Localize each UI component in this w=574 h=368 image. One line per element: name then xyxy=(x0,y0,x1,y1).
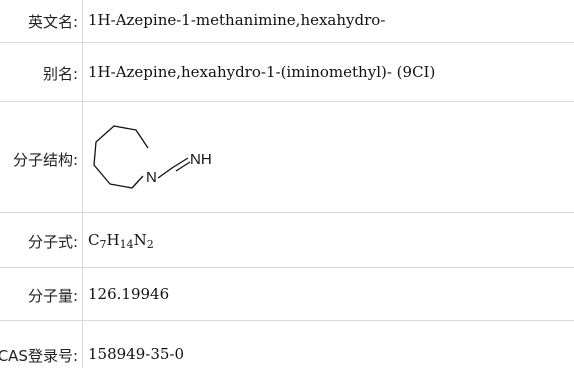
formula-element: H xyxy=(106,231,120,249)
label-formula: 分子式: xyxy=(27,233,78,251)
divider xyxy=(82,213,83,267)
label-cas-number: CAS登录号: xyxy=(0,347,78,365)
formula-count: 7 xyxy=(99,238,107,251)
label-english-name: 英文名: xyxy=(27,13,78,31)
formula-element: C xyxy=(88,231,100,249)
methanimine-bond xyxy=(157,157,189,179)
formula-count: 14 xyxy=(119,238,134,251)
double-bond-line xyxy=(175,161,191,172)
formula-count: 2 xyxy=(146,238,154,251)
row-formula: 分子式: C7H14N2 xyxy=(0,213,574,268)
divider xyxy=(82,268,83,320)
divider xyxy=(82,43,83,101)
azepane-ring xyxy=(93,125,149,189)
molecule-structure: N NH xyxy=(93,125,212,189)
row-alias: 别名: 1H-Azepine,hexahydro-1-(iminomethyl)… xyxy=(0,43,574,102)
imine-nh-label: NH xyxy=(190,151,212,168)
row-structure: 分子结构: N NH xyxy=(0,102,574,213)
label-molecular-weight: 分子量: xyxy=(27,287,78,305)
row-cas-number: CAS登录号: 158949-35-0 xyxy=(0,321,574,368)
label-alias: 别名: xyxy=(42,65,78,83)
row-molecular-weight: 分子量: 126.19946 xyxy=(0,268,574,321)
divider xyxy=(82,0,83,42)
formula-element: N xyxy=(133,231,147,249)
label-structure: 分子结构: xyxy=(12,151,78,169)
row-english-name: 英文名: 1H-Azepine-1-methanimine,hexahydro- xyxy=(0,0,574,43)
divider xyxy=(82,321,83,368)
divider xyxy=(82,102,83,212)
ring-nitrogen-label: N xyxy=(146,169,157,186)
